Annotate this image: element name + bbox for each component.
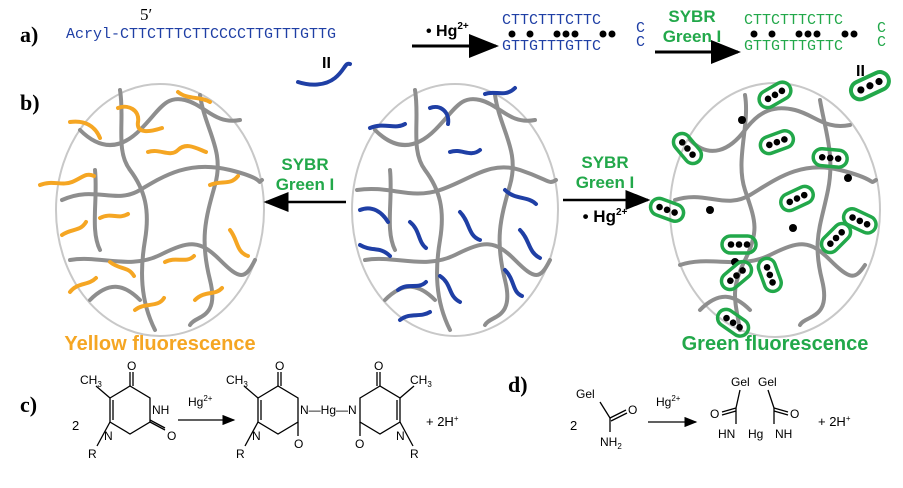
arrow-right-label-line3: • Hg2+ bbox=[583, 207, 628, 226]
n-product-right: N bbox=[396, 429, 405, 443]
hn-product: HN bbox=[718, 427, 735, 441]
hydrogel-blue bbox=[351, 83, 559, 337]
product-extra-d: + 2H+ bbox=[818, 414, 851, 429]
o-reactant-d: O bbox=[628, 403, 637, 417]
n-reactant: N bbox=[104, 429, 113, 443]
hairpin-bottom-strand-green: GTTGTTTGTTC bbox=[744, 38, 843, 55]
small-hairpin-icon bbox=[848, 70, 891, 102]
o-bottom-product-left: O bbox=[294, 437, 303, 451]
probe-sequence: Acryl-CTTCTTTCTTCCCCTTGTTTGTTG bbox=[66, 26, 336, 43]
r-product-right: R bbox=[410, 447, 419, 461]
arrow-left-label-line2: Green I bbox=[276, 175, 335, 194]
coefficient-c: 2 bbox=[72, 418, 79, 433]
hydrogel-green bbox=[648, 80, 881, 338]
o-product-left-d: O bbox=[710, 407, 719, 421]
o-top-product-left: O bbox=[275, 359, 284, 373]
o-right-reactant: O bbox=[167, 429, 176, 443]
probe-bases: CTTCTTTCTTCCCCTTGTTTGTTG bbox=[120, 26, 336, 43]
hydrogel-yellow bbox=[38, 83, 265, 337]
amide-product bbox=[721, 389, 789, 424]
arrow-left-label-line1: SYBR bbox=[281, 155, 328, 174]
sybr-label-a-line2: Green I bbox=[663, 27, 722, 46]
ch3-label-product-right: CH3 bbox=[410, 373, 432, 389]
panel-label-d: d) bbox=[508, 372, 528, 397]
o-top-reactant: O bbox=[127, 359, 136, 373]
product-extra-c: + 2H+ bbox=[426, 414, 459, 429]
probe-strands-yellow bbox=[38, 90, 250, 312]
hairpin-loop-c2-green: C bbox=[877, 34, 886, 51]
hairpin-loop-c1-blue: C bbox=[636, 20, 645, 37]
nh2-reactant: NH2 bbox=[600, 435, 622, 451]
ch3-label-reactant: CH3 bbox=[80, 373, 102, 389]
hairpin-top-strand-green: CTTCTTTCTTC bbox=[744, 12, 843, 29]
nh-product: NH bbox=[775, 427, 792, 441]
o-product-right-d: O bbox=[790, 407, 799, 421]
probe-strands-blue bbox=[358, 86, 542, 322]
equiv-symbol-a: II bbox=[322, 55, 331, 72]
ch3-label-product-left: CH3 bbox=[226, 373, 248, 389]
probe-prefix: Acryl- bbox=[66, 26, 120, 43]
hg-label-a: • Hg2+ bbox=[426, 21, 469, 40]
hg-bridge: N—Hg—N bbox=[300, 403, 357, 417]
reagent-hg-d: Hg2+ bbox=[656, 394, 681, 409]
hairpin-loop-c2-blue: C bbox=[636, 34, 645, 51]
gel-label-reactant: Gel bbox=[576, 387, 595, 401]
reagent-hg-c: Hg2+ bbox=[188, 394, 213, 409]
hairpin-loop-c1-green: C bbox=[877, 20, 886, 37]
o-top-product-right: O bbox=[374, 359, 383, 373]
polymer-network-right bbox=[673, 93, 878, 332]
caption-yellow-fluorescence: Yellow fluorescence bbox=[64, 333, 255, 355]
nh-reactant: NH bbox=[152, 403, 169, 417]
hg-product-d: Hg bbox=[748, 427, 763, 441]
sybr-hairpins-green bbox=[648, 80, 878, 338]
thymine-product-right bbox=[359, 372, 415, 447]
panel-d-reaction: 2 Gel O NH2 Hg2+ Gel Gel O O HN Hg NH + bbox=[570, 375, 851, 451]
gel-label-product-right: Gel bbox=[758, 375, 777, 389]
n-product-left: N bbox=[252, 429, 261, 443]
o-bottom-product-right: O bbox=[355, 437, 364, 451]
panel-label-c: c) bbox=[20, 392, 37, 417]
caption-green-fluorescence: Green fluorescence bbox=[682, 333, 869, 355]
hairpin-dots-green bbox=[750, 30, 858, 38]
hairpin-dots-blue bbox=[508, 30, 616, 38]
hairpin-top-strand-blue: CTTCTTTCTTC bbox=[502, 12, 601, 29]
amide-reactant bbox=[599, 401, 628, 432]
panel-label-b: b) bbox=[20, 90, 40, 115]
thymine-reactant bbox=[95, 372, 166, 447]
sybr-label-a-line1: SYBR bbox=[668, 7, 715, 26]
gel-label-product-left: Gel bbox=[731, 375, 750, 389]
arrow-right-label-line1: SYBR bbox=[581, 153, 628, 172]
short-probe-strand bbox=[296, 61, 352, 87]
arrow-right-label-line2: Green I bbox=[576, 173, 635, 192]
coefficient-d: 2 bbox=[570, 418, 577, 433]
hg-crosslink-dots bbox=[706, 116, 852, 266]
r-reactant: R bbox=[88, 447, 97, 461]
thymine-product-left bbox=[243, 372, 299, 447]
r-product-left: R bbox=[236, 447, 245, 461]
equiv-symbol-green: II bbox=[856, 63, 865, 80]
panel-label-a: a) bbox=[20, 22, 38, 47]
polymer-network-left bbox=[60, 88, 264, 332]
five-prime-label: 5′ bbox=[140, 5, 152, 24]
hairpin-bottom-strand-blue: GTTGTTTGTTC bbox=[502, 38, 601, 55]
panel-c-reaction: 2 CH3 O NH O N R Hg2+ CH3 bbox=[72, 359, 459, 461]
